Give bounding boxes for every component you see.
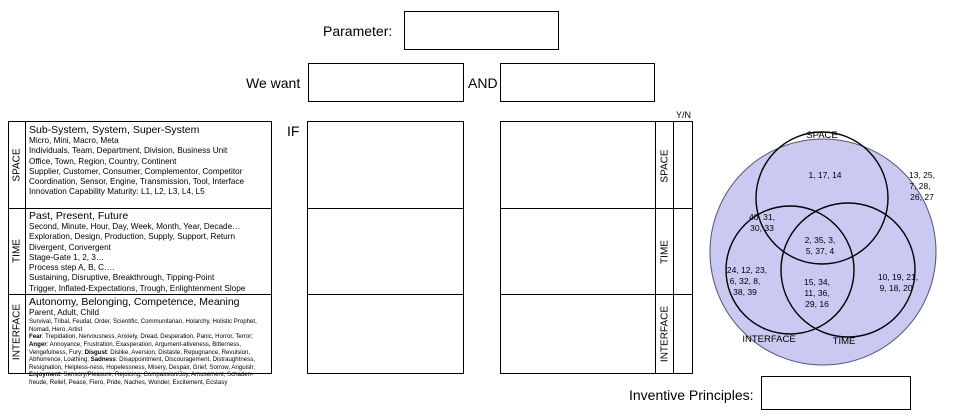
row-divider-1 (9, 208, 271, 209)
venn-interface-circle (725, 205, 855, 335)
venn-outside-space: 26, 27 (910, 192, 934, 202)
emotion-text: : Trepidation, Nervousness, Anxiety, Dre… (41, 333, 253, 341)
venn-outside-space: 13, 25, (909, 170, 935, 180)
interface-line: Parent, Adult, Child (29, 308, 100, 317)
emotion-label: Sadness (90, 356, 116, 364)
venn-interface-time: 15, 34, (804, 277, 830, 287)
space-line: Innovation Capability Maturity: L1, L2, … (29, 187, 205, 197)
venn-diagram: SPACE INTERFACE TIME 1, 17, 14 13, 25, 7… (709, 130, 937, 366)
venn-interface-time: 29, 16 (805, 299, 829, 309)
venn-interface-only: 6, 32, 8, (730, 276, 761, 286)
if-label: IF (287, 123, 300, 139)
time-line: Sustaining, Disruptive, Breakthrough, Ti… (29, 273, 215, 283)
right-side-label-space: SPACE (659, 149, 671, 183)
emotion-label: Anger (29, 341, 47, 349)
venn-center: 5, 37, 4 (806, 246, 835, 256)
emotion-label: Enjoyment (29, 371, 61, 379)
emotion-text: : Dislike, Aversion, Distaste, Repugnanc… (29, 348, 251, 364)
venn-space-only: 1, 17, 14 (808, 170, 841, 180)
interface-fine-text: Survival, Tribal, Feudal, Order, Scienti… (29, 318, 257, 333)
emotion-label: Fear (29, 333, 42, 341)
space-line: Supplier, Customer, Consumer, Complement… (29, 166, 243, 176)
row-side-label-time: TIME (11, 239, 23, 263)
emotion-text: : Sensory/Pleasure, Rejoicing, Compassio… (29, 371, 254, 387)
inventive-principles-label: Inventive Principles: (629, 387, 754, 403)
emotion-text: : Disappointment, Discouragement, Distra… (29, 356, 256, 371)
yn-space-checkbox[interactable] (673, 121, 693, 209)
emotion-label: Disgust (84, 348, 107, 356)
time-line: Trigger, Inflated-Expectations, Trough, … (29, 283, 246, 293)
space-title: Sub-System, System, Super-System (29, 124, 200, 136)
venn-interface-label: INTERFACE (742, 334, 795, 345)
venn-space-circle (755, 131, 889, 265)
venn-outer-circle (709, 138, 937, 366)
space-line: Coordination, Sensor, Engine, Transmissi… (29, 177, 245, 187)
yn-interface-checkbox[interactable] (673, 294, 693, 374)
yn-label: Y/N (676, 110, 692, 120)
if-time-input[interactable] (307, 208, 464, 295)
row-side-label-interface: INTERFACE (11, 303, 23, 361)
time-line: Process step A, B, C…. (29, 263, 115, 273)
parameter-input[interactable] (404, 11, 559, 50)
space-cell: Sub-System, System, Super-System Micro, … (29, 124, 271, 198)
space-line: Micro, Mini, Macro, Meta (29, 136, 119, 145)
venn-space-label: SPACE (806, 130, 838, 141)
result-interface-input[interactable] (500, 294, 656, 374)
interface-cell: Autonomy, Belonging, Competence, Meaning… (29, 296, 271, 387)
time-cell: Past, Present, Future Second, Minute, Ho… (29, 210, 271, 294)
row-side-label-space: SPACE (11, 148, 23, 182)
venn-time-only: 9, 18, 20 (879, 283, 912, 293)
venn-space-interface: 30, 33 (750, 223, 774, 233)
venn-interface-only: 38, 39 (733, 287, 757, 297)
venn-time-only: 10, 19, 21, (878, 272, 918, 282)
time-line: Stage-Gate 1, 2, 3… (29, 252, 105, 262)
interface-emotions: Fear: Trepidation, Nervousness, Anxiety,… (29, 333, 271, 386)
we-want-input-1[interactable] (308, 63, 464, 102)
time-title: Past, Present, Future (29, 210, 129, 222)
result-space-input[interactable] (500, 121, 656, 209)
venn-outside-space: 7, 28, (909, 181, 930, 191)
space-line: Individuals, Team, Department, Division,… (29, 146, 228, 156)
if-interface-input[interactable] (307, 294, 464, 374)
right-side-label-time: TIME (659, 240, 671, 264)
parameter-label: Parameter: (323, 23, 393, 39)
we-want-label: We want (246, 75, 301, 91)
context-table: SPACE TIME INTERFACE Sub-System, System,… (8, 121, 272, 386)
venn-time-circle (780, 202, 916, 338)
time-line: Exploration, Design, Production, Supply,… (29, 232, 236, 242)
inventive-principles-input[interactable] (761, 376, 911, 410)
time-line: Second, Minute, Hour, Day, Week, Month, … (29, 222, 241, 231)
interface-title: Autonomy, Belonging, Competence, Meaning (29, 296, 240, 308)
and-label: AND (468, 75, 498, 91)
we-want-input-2[interactable] (500, 63, 655, 102)
row-divider-2 (9, 294, 271, 295)
venn-time-label: TIME (833, 336, 856, 347)
right-divider-1 (655, 208, 674, 209)
emotion-text: : Annoyance, Frustration, Exasperation, … (29, 341, 242, 356)
right-side-label-interface: INTERFACE (659, 305, 671, 363)
venn-interface-time: 11, 36, (804, 288, 829, 298)
side-column-divider (25, 122, 26, 373)
venn-center: 2, 35, 3, (805, 235, 836, 245)
if-space-input[interactable] (307, 121, 464, 209)
yn-time-checkbox[interactable] (673, 208, 693, 295)
right-divider-2 (655, 294, 674, 295)
venn-interface-only: 24, 12, 23, (727, 265, 767, 275)
venn-space-interface: 40, 31, (749, 212, 775, 222)
space-line: Office, Town, Region, Country, Continent (29, 156, 177, 166)
time-line: Divergent, Convergent (29, 242, 111, 252)
result-time-input[interactable] (500, 208, 656, 295)
